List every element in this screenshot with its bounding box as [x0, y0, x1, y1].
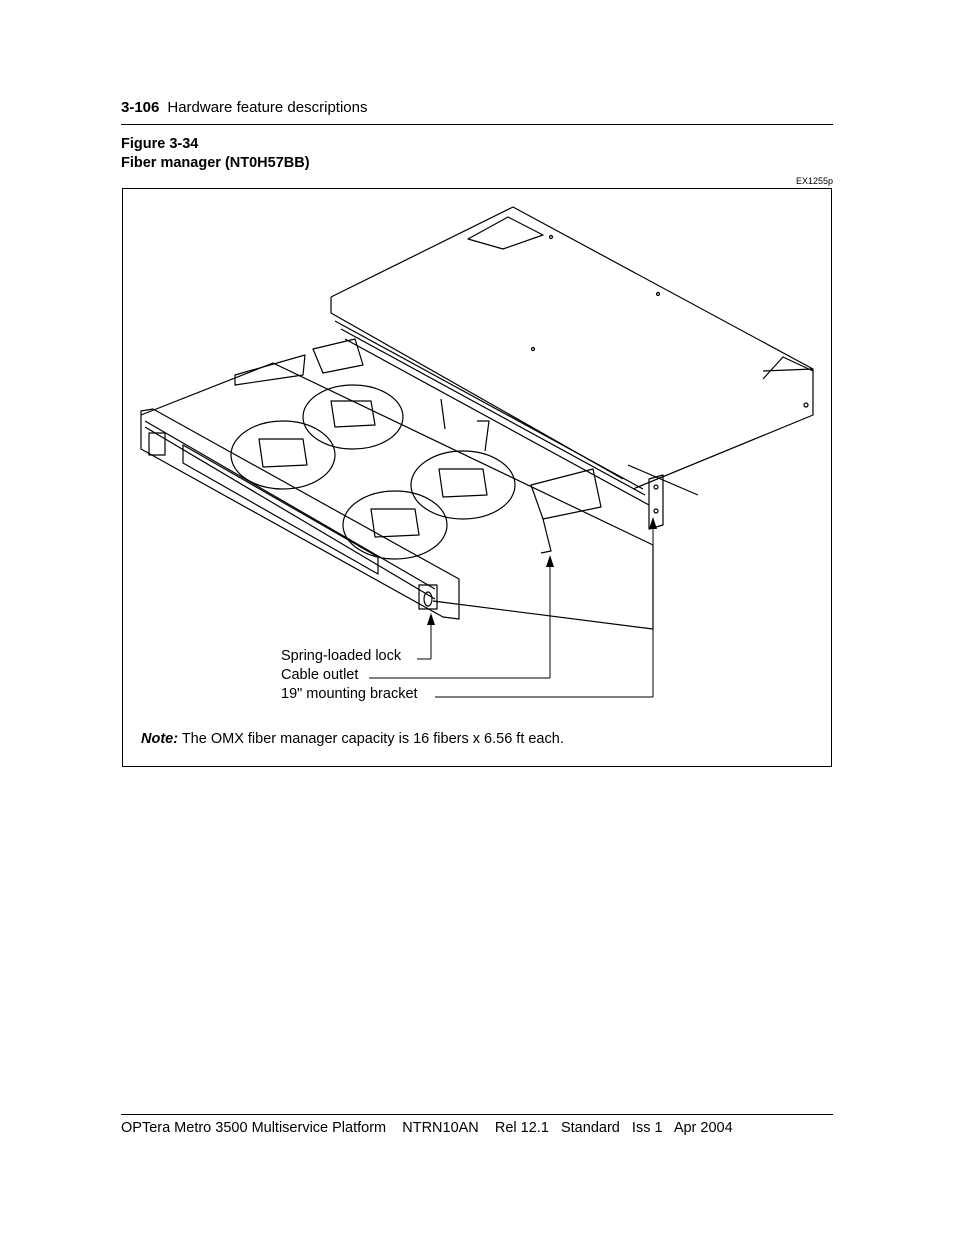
mounting-bracket [648, 474, 664, 530]
figure-frame: Spring-loaded lock Cable outlet 19" moun… [122, 188, 832, 767]
spool-hub [258, 438, 308, 468]
front-label-recess [182, 444, 379, 575]
callout-leaders [369, 519, 654, 698]
spool-hub [438, 468, 488, 498]
note-text: The OMX fiber manager capacity is 16 fib… [178, 731, 564, 747]
slide-rail [334, 320, 650, 506]
callout-cable-outlet: Cable outlet [281, 667, 359, 683]
front-panel [140, 408, 460, 620]
tray-floor-edge [144, 420, 436, 600]
rear-bracket [762, 356, 814, 380]
spool-hub [370, 508, 420, 538]
spool-rear [302, 384, 404, 450]
rear-cable-guide [312, 338, 364, 374]
figure-note: Note: The OMX fiber manager capacity is … [141, 731, 564, 747]
right-handle [418, 584, 438, 610]
fiber-spools [230, 384, 516, 560]
screw [530, 346, 536, 352]
figure-number: Figure 3-34 [121, 136, 199, 152]
section-title: Hardware feature descriptions [167, 99, 368, 116]
callout-spring-loaded-lock: Spring-loaded lock [281, 648, 402, 664]
arrowhead-bracket [649, 517, 657, 529]
page-footer: OPTera Metro 3500 Multiservice Platform … [121, 1120, 733, 1136]
page-number: 3-106 [121, 99, 160, 116]
arrowhead-outlet [546, 555, 554, 567]
screw [803, 402, 809, 408]
screw [655, 291, 661, 297]
fiber-manager-drawing [140, 206, 814, 698]
screw [548, 234, 554, 240]
spring-lock [423, 591, 433, 607]
chassis-side [330, 297, 624, 480]
spool-hub [330, 400, 376, 428]
callout-arrowheads [427, 517, 657, 625]
cover-label-plate [467, 216, 544, 250]
left-handle [148, 432, 166, 456]
rear-cable-clip [234, 354, 306, 386]
cable-outlet-guide [530, 468, 602, 520]
callout-mounting-bracket: 19" mounting bracket [281, 686, 418, 702]
spool-right [410, 450, 516, 520]
footer-rule [121, 1114, 833, 1115]
chassis-top-outline [330, 206, 814, 490]
running-header: 3-106 Hardware feature descriptions [121, 99, 367, 116]
arrowhead-lock [427, 613, 435, 625]
retainer-tabs [440, 398, 490, 452]
bracket-hole [653, 508, 659, 514]
figure-code: EX1255p [795, 176, 833, 186]
note-label: Note: [141, 731, 179, 747]
bracket-hole [653, 484, 659, 490]
cable-outlet [540, 518, 552, 554]
header-rule [121, 124, 833, 125]
figure-title: Fiber manager (NT0H57BB) [121, 155, 310, 171]
spool-left [230, 420, 336, 490]
tray-outline [140, 362, 654, 630]
spool-front [342, 490, 448, 560]
